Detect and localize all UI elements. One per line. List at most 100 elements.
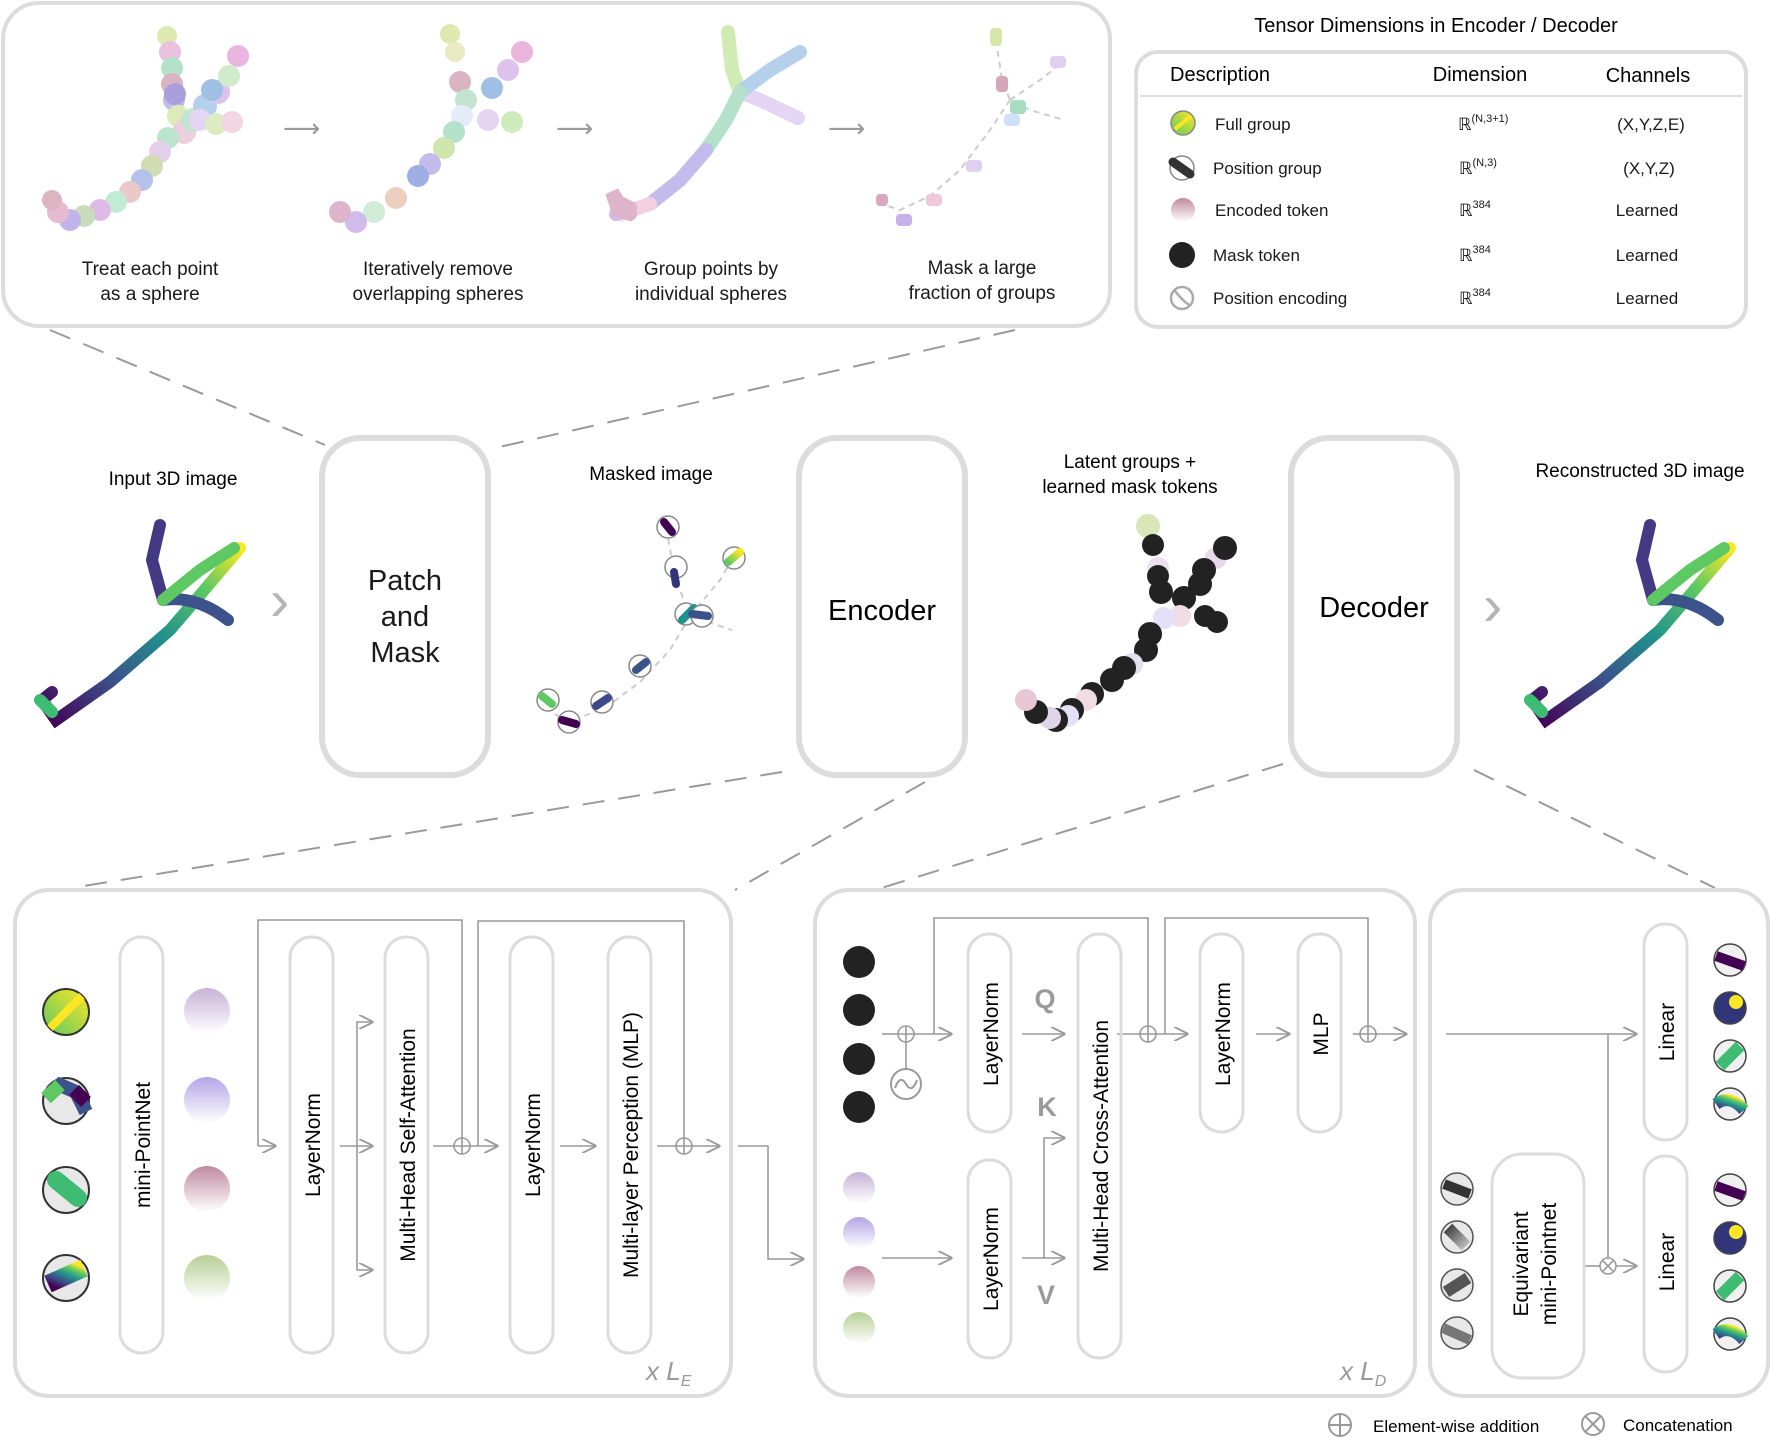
dimension-superscript: 384	[1472, 244, 1490, 256]
position-encoding-icon	[890, 1068, 922, 1100]
decoder-detail-panel	[813, 888, 1417, 1398]
legend-concatenation-label: Concatenation	[1623, 1416, 1733, 1435]
mlp-block	[606, 935, 653, 1355]
table-row-dimension: ℝ384	[1459, 199, 1491, 220]
head-flow-lines	[1446, 1034, 1636, 1266]
encoded-token-icon	[1171, 198, 1195, 222]
dimension-base: ℝ	[1459, 159, 1473, 178]
step-spheres-image	[42, 26, 249, 231]
reconstructed-3d-image	[1523, 519, 1736, 729]
layernorm-block	[508, 935, 555, 1355]
full-group-input-icon	[42, 1166, 90, 1214]
encoder-detail-panel	[13, 888, 733, 1398]
step-arrow: ⟶	[556, 113, 593, 143]
repeat-label-subscript: E	[681, 1373, 692, 1390]
step-caption-line: fraction of groups	[909, 283, 1056, 304]
output-group-icon	[1713, 1173, 1747, 1207]
table-row-description: Position group	[1213, 159, 1322, 178]
layernorm-block	[966, 1158, 1013, 1360]
encoded-token	[184, 1166, 230, 1212]
position-group-icon	[1168, 155, 1195, 181]
layernorm-label: LayerNorm	[302, 1093, 325, 1197]
mask-token	[843, 994, 875, 1026]
full-group-input-icon	[42, 1254, 90, 1302]
decoder-flow-lines	[882, 917, 1406, 1258]
table-row-dimension: ℝ(N,3+1)	[1458, 113, 1508, 134]
layernorm-label: LayerNorm	[980, 982, 1003, 1086]
legend-addition-label: Element-wise addition	[1373, 1417, 1539, 1436]
element-wise-addition-icon	[897, 1025, 915, 1043]
step-caption-line: overlapping spheres	[352, 284, 523, 305]
concatenation-icon	[1599, 1257, 1617, 1275]
head-detail-panel	[1428, 888, 1770, 1398]
encoder-label: Encoder	[828, 595, 936, 627]
encoded-token	[184, 988, 230, 1034]
table-panel	[1134, 50, 1748, 329]
repeat-label-main: x L	[644, 1356, 681, 1386]
step-arrow: ⟶	[283, 113, 320, 143]
step-caption-1: Treat each point as a sphere	[82, 259, 219, 305]
full-group-input-icon	[41, 1076, 93, 1125]
step-caption-line: individual spheres	[635, 284, 787, 305]
chevron-right-icon: ›	[270, 568, 289, 633]
table-header-description: Description	[1170, 64, 1270, 86]
dimension-base: ℝ	[1459, 289, 1473, 308]
element-wise-addition-icon	[675, 1137, 693, 1155]
layernorm-block	[1198, 932, 1245, 1134]
position-encoding-icon	[1169, 285, 1195, 311]
concatenation-legend-icon	[1581, 1412, 1605, 1436]
step-caption-4: Mask a large fraction of groups	[909, 258, 1056, 304]
step-caption-line: Treat each point	[82, 259, 219, 280]
linear-label: Linear	[1656, 1233, 1679, 1291]
element-wise-addition-icon	[453, 1137, 471, 1155]
layernorm-block	[288, 935, 335, 1355]
output-group-icon	[1712, 1317, 1749, 1351]
position-group-icon	[1440, 1220, 1474, 1254]
dimension-superscript: 384	[1472, 287, 1490, 299]
input-3d-image	[33, 519, 246, 729]
decoder-repeat-label: x LD	[1338, 1356, 1387, 1390]
element-wise-addition-icon	[1359, 1025, 1377, 1043]
step-caption-3: Group points by individual spheres	[635, 259, 787, 305]
output-group-icon	[1713, 943, 1747, 977]
layernorm-label: LayerNorm	[980, 1207, 1003, 1311]
table-row-description: Encoded token	[1215, 201, 1328, 220]
table-header-channels: Channels	[1606, 65, 1691, 87]
decoder-label: Decoder	[1319, 592, 1429, 624]
mask-token	[843, 946, 875, 978]
position-group-icon	[1440, 1172, 1474, 1206]
step-groups-image	[605, 25, 807, 221]
layernorm-label: LayerNorm	[522, 1093, 545, 1197]
dimension-superscript: (N,3+1)	[1471, 113, 1508, 125]
input-label: Input 3D image	[109, 469, 238, 490]
full-group-icon	[1170, 110, 1196, 136]
full-group-input-icon	[42, 988, 90, 1036]
table-row-channels: (X,Y,Z)	[1623, 159, 1675, 178]
encoded-token	[184, 1077, 230, 1123]
step-caption-line: Group points by	[644, 259, 779, 280]
step-caption-line: Iteratively remove	[363, 259, 513, 280]
element-wise-addition-icon	[1139, 1025, 1157, 1043]
output-group-icon	[1712, 1087, 1749, 1121]
mask-token	[843, 1043, 875, 1075]
linear-label: Linear	[1656, 1003, 1679, 1061]
latent-tokens-image	[1015, 514, 1237, 732]
step-reduced-spheres-image	[329, 24, 533, 233]
encoder-flow-lines	[257, 919, 803, 1270]
patch-and-mask-label: Mask	[370, 637, 440, 669]
dimension-superscript: (N,3)	[1472, 157, 1496, 169]
equivariant-mini-pointnet-label: Equivariant	[1510, 1211, 1533, 1316]
table-row-description: Full group	[1215, 115, 1291, 134]
output-group-icon	[1713, 1039, 1747, 1073]
reconstructed-label: Reconstructed 3D image	[1535, 461, 1744, 482]
step-caption-line: as a sphere	[100, 284, 199, 305]
mask-token	[843, 1091, 875, 1123]
output-group-icon	[1713, 991, 1747, 1025]
chevron-right-icon: ›	[1483, 573, 1502, 638]
linear-block	[1642, 922, 1689, 1142]
mini-pointnet-block	[118, 935, 165, 1355]
layernorm-label: LayerNorm	[1212, 982, 1235, 1086]
step-masked-groups-image	[876, 28, 1067, 226]
dimension-superscript: 384	[1472, 199, 1490, 211]
